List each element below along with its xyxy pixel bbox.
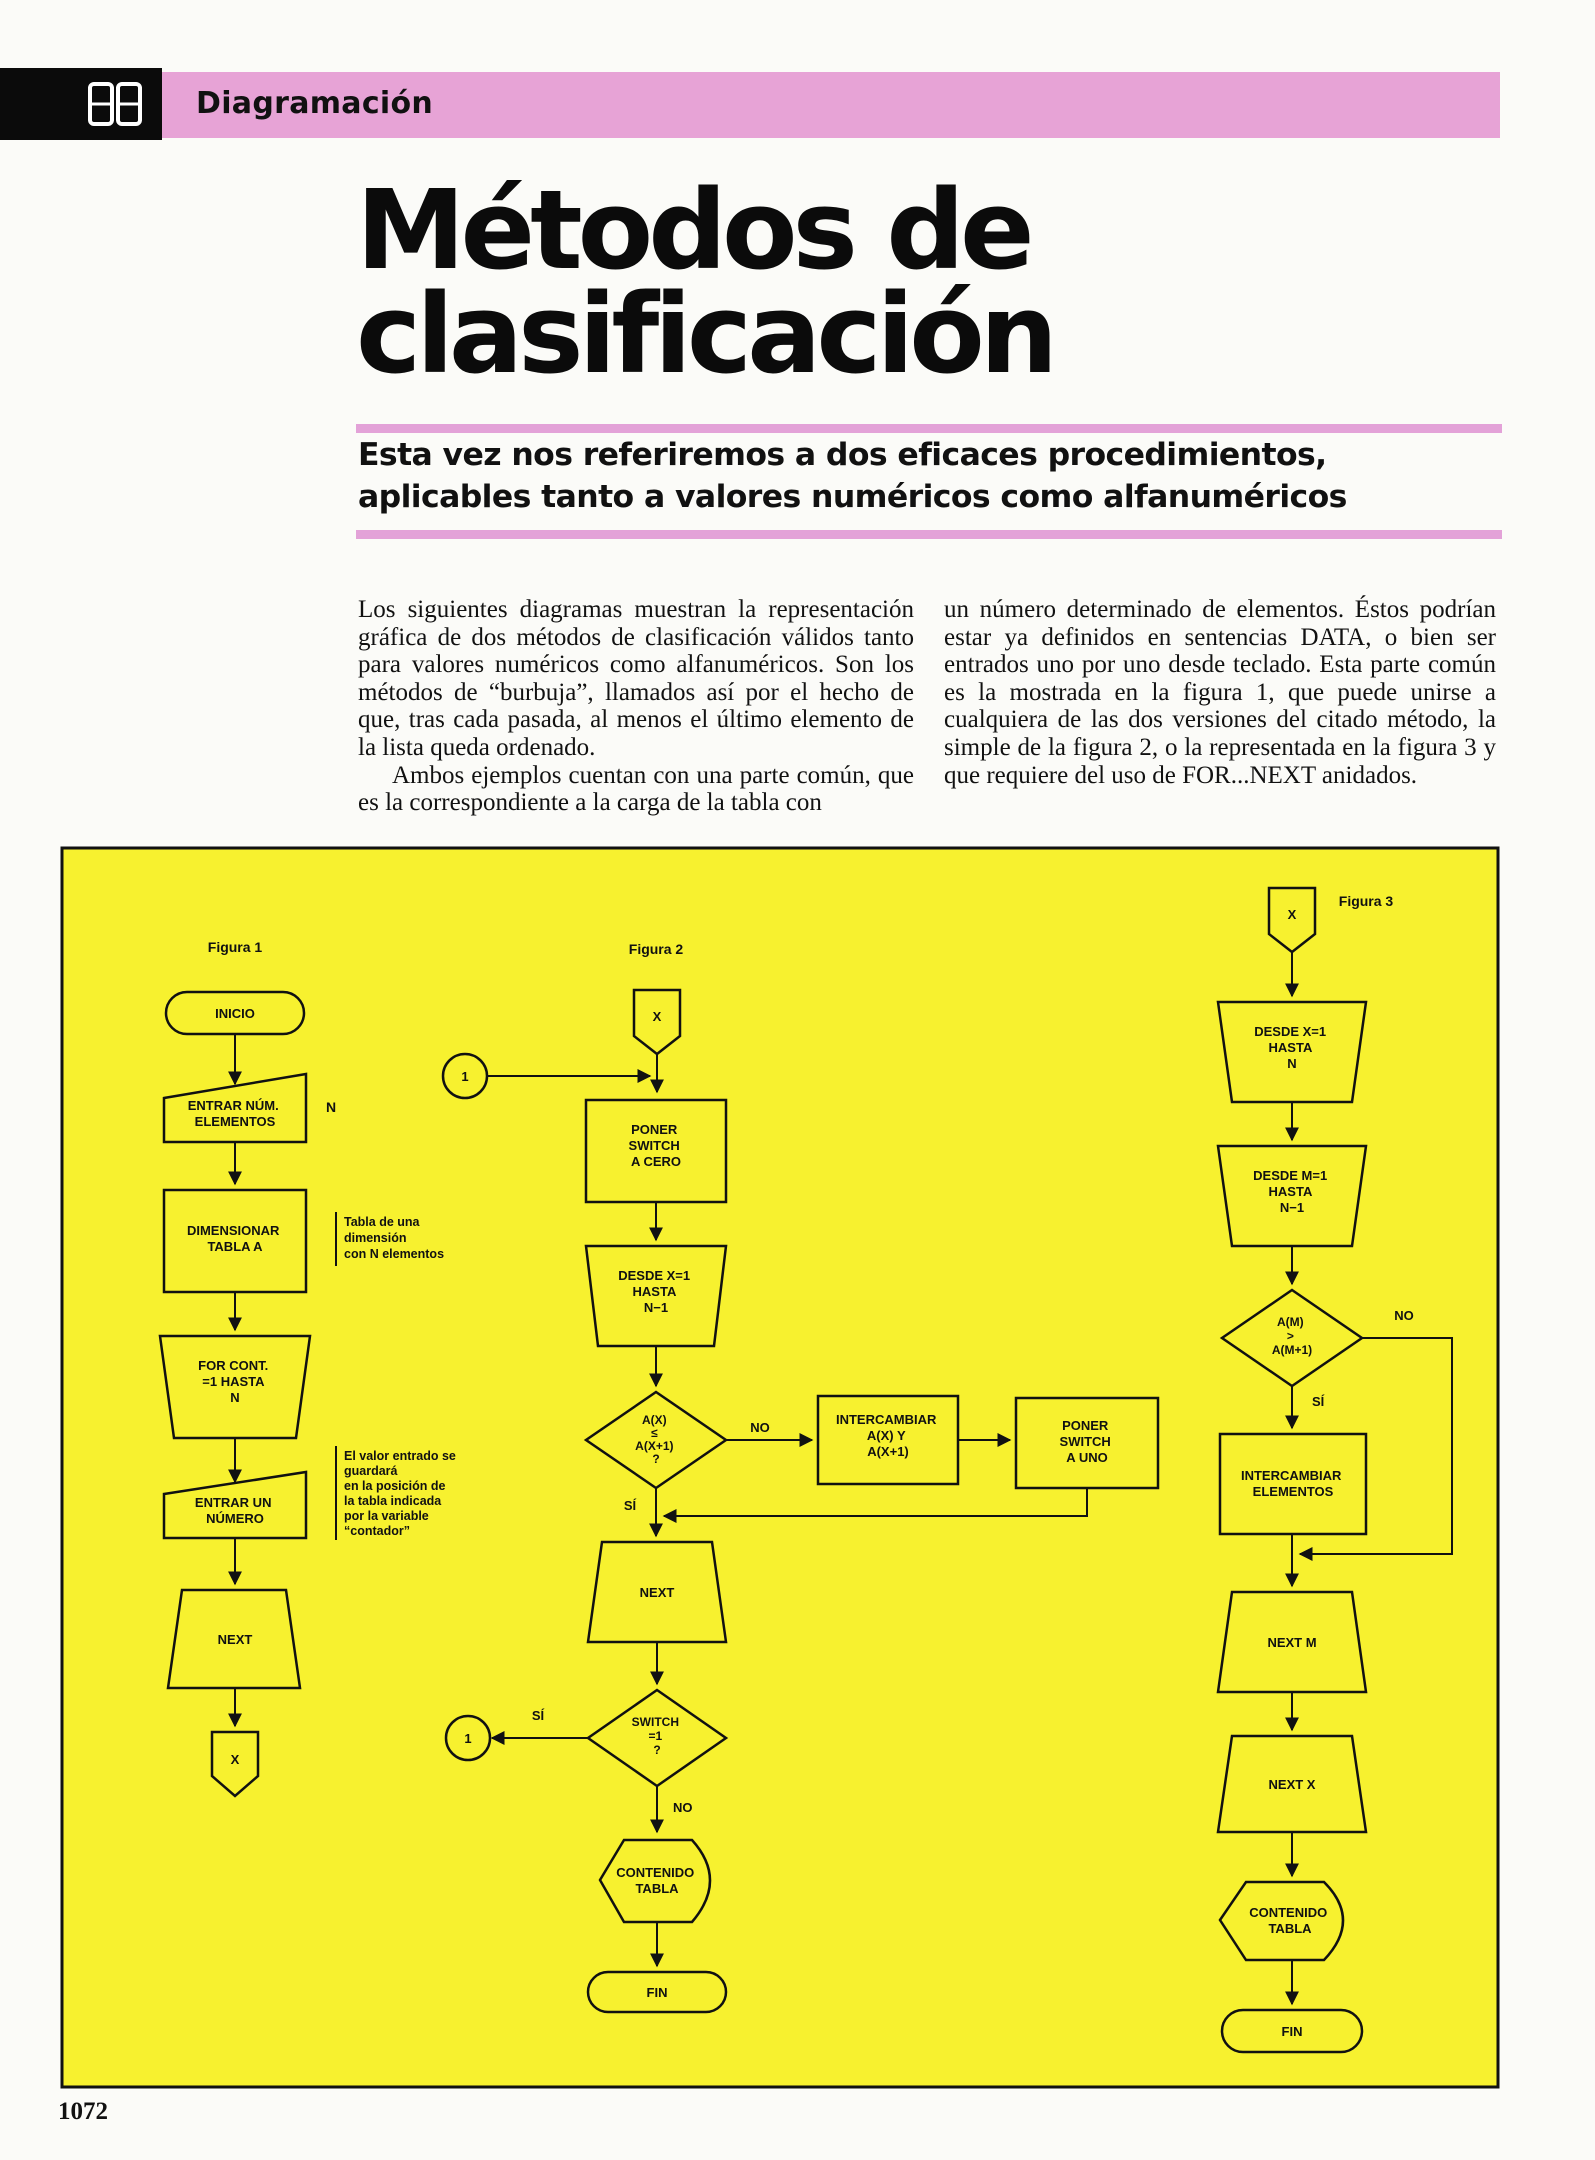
swap-label: INTERCAMBIAR ELEMENTOS [1241,1468,1345,1499]
flow-line [1298,1337,1453,1561]
figure-1-label: Figura 1 [208,939,263,955]
output-label: CONTENIDO TABLA [616,1865,698,1896]
next-m-box: NEXT M [1216,1590,1368,1694]
dimension-box: DIMENSIONAR TABLA A [162,1188,308,1294]
subtitle: Esta vez nos referiremos a dos eficaces … [358,434,1498,518]
compare-label: A(M) > A(M+1) [1272,1315,1312,1357]
output-display: CONTENIDO TABLA [1218,1880,1345,1962]
start-label: INICIO [215,1006,255,1021]
for-loop-box: FOR CONT. =1 HASTA N [158,1334,312,1440]
next-x-box: NEXT X [1216,1734,1368,1834]
switch-decision-label: SWITCH =1 ? [632,1715,683,1757]
output-label: CONTENIDO TABLA [1249,1905,1331,1936]
flow-line [662,1488,1088,1523]
double-square-icon [88,82,142,126]
connector-x-exit: X [210,1730,260,1798]
flowchart-figure: Figura 1 INICIO ENTRAR NÚM. ELEMENTOS N … [60,846,1500,2089]
body-paragraph: un número determinado de elementos. Ésto… [944,596,1496,789]
input-elements-var: N [326,1099,336,1115]
input-elements-box: ENTRAR NÚM. ELEMENTOS [162,1072,308,1144]
end-label: FIN [1282,2024,1303,2039]
end-terminal: FIN [1220,2008,1364,2054]
subtitle-line: Esta vez nos referiremos a dos eficaces … [358,437,1327,473]
dimension-label: DIMENSIONAR TABLA A [187,1223,283,1254]
set-switch-one-box: PONER SWITCH A UNO [1014,1396,1160,1490]
swap-label: INTERCAMBIAR A(X) Y A(X+1) [836,1412,940,1459]
next-label: NEXT [218,1632,253,1647]
for-loop-label: DESDE X=1 HASTA N−1 [618,1268,694,1315]
entry-x-label: X [1288,907,1297,922]
page-number: 1072 [58,2098,108,2125]
divider-bottom [356,530,1502,539]
connector-1-exit-label: 1 [464,1731,471,1746]
decision-no-label: NO [1394,1308,1414,1323]
body-paragraph: Ambos ejemplos cuentan con una parte com… [358,761,914,817]
next-box: NEXT [166,1588,302,1690]
body-column-1: Los siguientes diagramas muestran la rep… [358,596,914,817]
dimension-note: Tabla de una dimensión con N elementos [344,1215,444,1261]
next-x-label: NEXT X [1269,1777,1316,1792]
next-box: NEXT [586,1540,728,1644]
connector-x-label: X [231,1752,240,1767]
compare-label: A(X) ≤ A(X+1) ? [635,1413,677,1466]
connector-x-entry: X [632,988,682,1056]
decision-no-label: NO [750,1420,770,1435]
figure-3-label: Figura 3 [1339,893,1394,909]
header-band [0,72,1500,138]
for-loop-box: DESDE X=1 HASTA N−1 [584,1244,728,1348]
compare-decision: A(M) > A(M+1) [1219,1288,1365,1388]
decision-yes-label: SÍ [1312,1394,1325,1409]
connector-1-label: 1 [461,1069,468,1084]
title-line: clasificación [356,270,1058,398]
end-label: FIN [647,1985,668,2000]
outer-loop-box: DESDE X=1 HASTA N [1216,1000,1368,1104]
title-line: Métodos de [356,166,1035,294]
inner-loop-box: DESDE M=1 HASTA N−1 [1216,1144,1368,1248]
switch-no-label: NO [673,1800,693,1815]
decision-yes-label: SÍ [624,1498,637,1513]
figure-background [60,846,1500,2089]
end-terminal: FIN [586,1970,728,2014]
input-elements-label: ENTRAR NÚM. ELEMENTOS [188,1098,283,1129]
section-label: Diagramación [196,86,434,121]
set-switch-one-label: PONER SWITCH A UNO [1060,1418,1115,1465]
input-number-box: ENTRAR UN NÚMERO [162,1470,308,1540]
for-loop-label: FOR CONT. =1 HASTA N [198,1358,272,1405]
body-paragraph: Los siguientes diagramas muestran la rep… [358,596,914,761]
next-m-label: NEXT M [1267,1635,1316,1650]
body-column-2: un número determinado de elementos. Ésto… [944,596,1496,789]
next-label: NEXT [640,1585,675,1600]
entry-x-label: X [653,1009,662,1024]
output-display: CONTENIDO TABLA [598,1838,712,1924]
input-number-label: ENTRAR UN NÚMERO [195,1495,275,1526]
figure-2-label: Figura 2 [629,941,684,957]
divider-top [356,424,1502,433]
input-number-note: El valor entrado se guardará en la posic… [344,1449,459,1538]
inner-loop-label: DESDE M=1 HASTA N−1 [1253,1168,1331,1215]
connector-x-entry: X [1267,886,1317,954]
subtitle-line: aplicables tanto a valores numéricos com… [358,479,1347,515]
article-title: Métodos de clasificación [356,166,1256,398]
outer-loop-label: DESDE X=1 HASTA N [1254,1024,1330,1071]
switch-yes-label: SÍ [532,1708,545,1723]
set-switch-zero-label: PONER SWITCH A CERO [629,1122,684,1169]
connector-1-exit: 1 [444,1714,492,1762]
